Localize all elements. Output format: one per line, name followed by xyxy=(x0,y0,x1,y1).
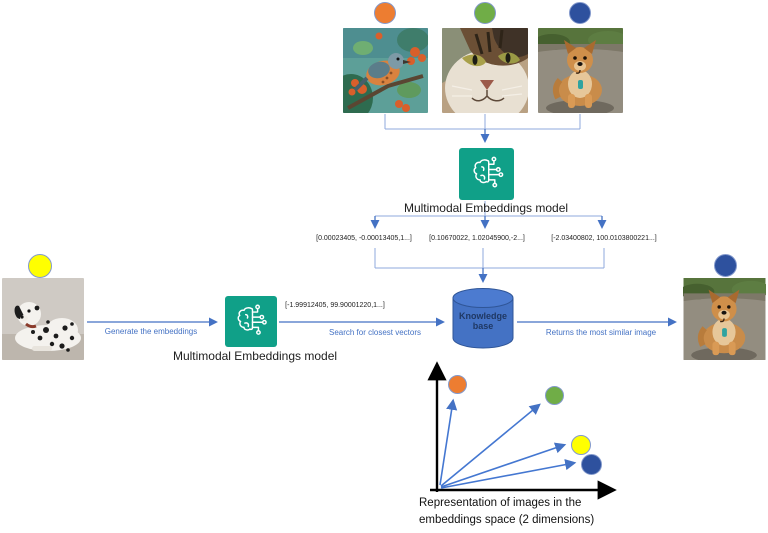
plot-caption: Representation of images in the embeddin… xyxy=(419,495,594,528)
query-model-label: Multimodal Embeddings model xyxy=(172,349,338,363)
knowledge-base-label: Knowledge base xyxy=(458,311,507,331)
search-closest-vectors-label: Search for closest vectors xyxy=(328,328,422,337)
plot-point-cat xyxy=(545,386,564,405)
query-class-dot xyxy=(28,254,52,278)
dog-image xyxy=(538,28,623,113)
embeddings-model-icon-top xyxy=(459,148,514,200)
dog-class-dot xyxy=(569,2,591,24)
knowledge-base: Knowledge base xyxy=(451,287,515,351)
vector-bird: [0.00023405, -0.00013405,1...] xyxy=(316,235,412,242)
query-dalmatian-image xyxy=(2,278,84,360)
plot-point-query xyxy=(571,435,591,455)
vector-dog: [-2.03400802, 100.0103800221...] xyxy=(551,235,657,242)
bird-class-dot xyxy=(374,2,396,24)
plot-caption-line2: embeddings space (2 dimensions) xyxy=(419,513,595,526)
top-model-label: Multimodal Embeddings model xyxy=(403,201,569,215)
result-class-dot xyxy=(714,254,737,277)
result-dog-image xyxy=(683,278,766,360)
embeddings-model-icon-query xyxy=(225,296,277,347)
generate-embeddings-label: Generate the embeddings xyxy=(104,327,198,336)
vector-cat: [0.10670022, 1.02045900,-2...] xyxy=(429,235,525,242)
query-vector: [-1.99912405, 99.90001220,1...] xyxy=(285,302,385,309)
plot-caption-line1: Representation of images in the xyxy=(419,497,582,509)
cat-image xyxy=(442,28,528,113)
bird-image xyxy=(343,28,428,113)
plot-point-result xyxy=(581,454,602,475)
cat-class-dot xyxy=(474,2,496,24)
returns-most-similar-label: Returns the most similar image xyxy=(545,328,657,337)
plot-point-bird xyxy=(448,375,467,394)
